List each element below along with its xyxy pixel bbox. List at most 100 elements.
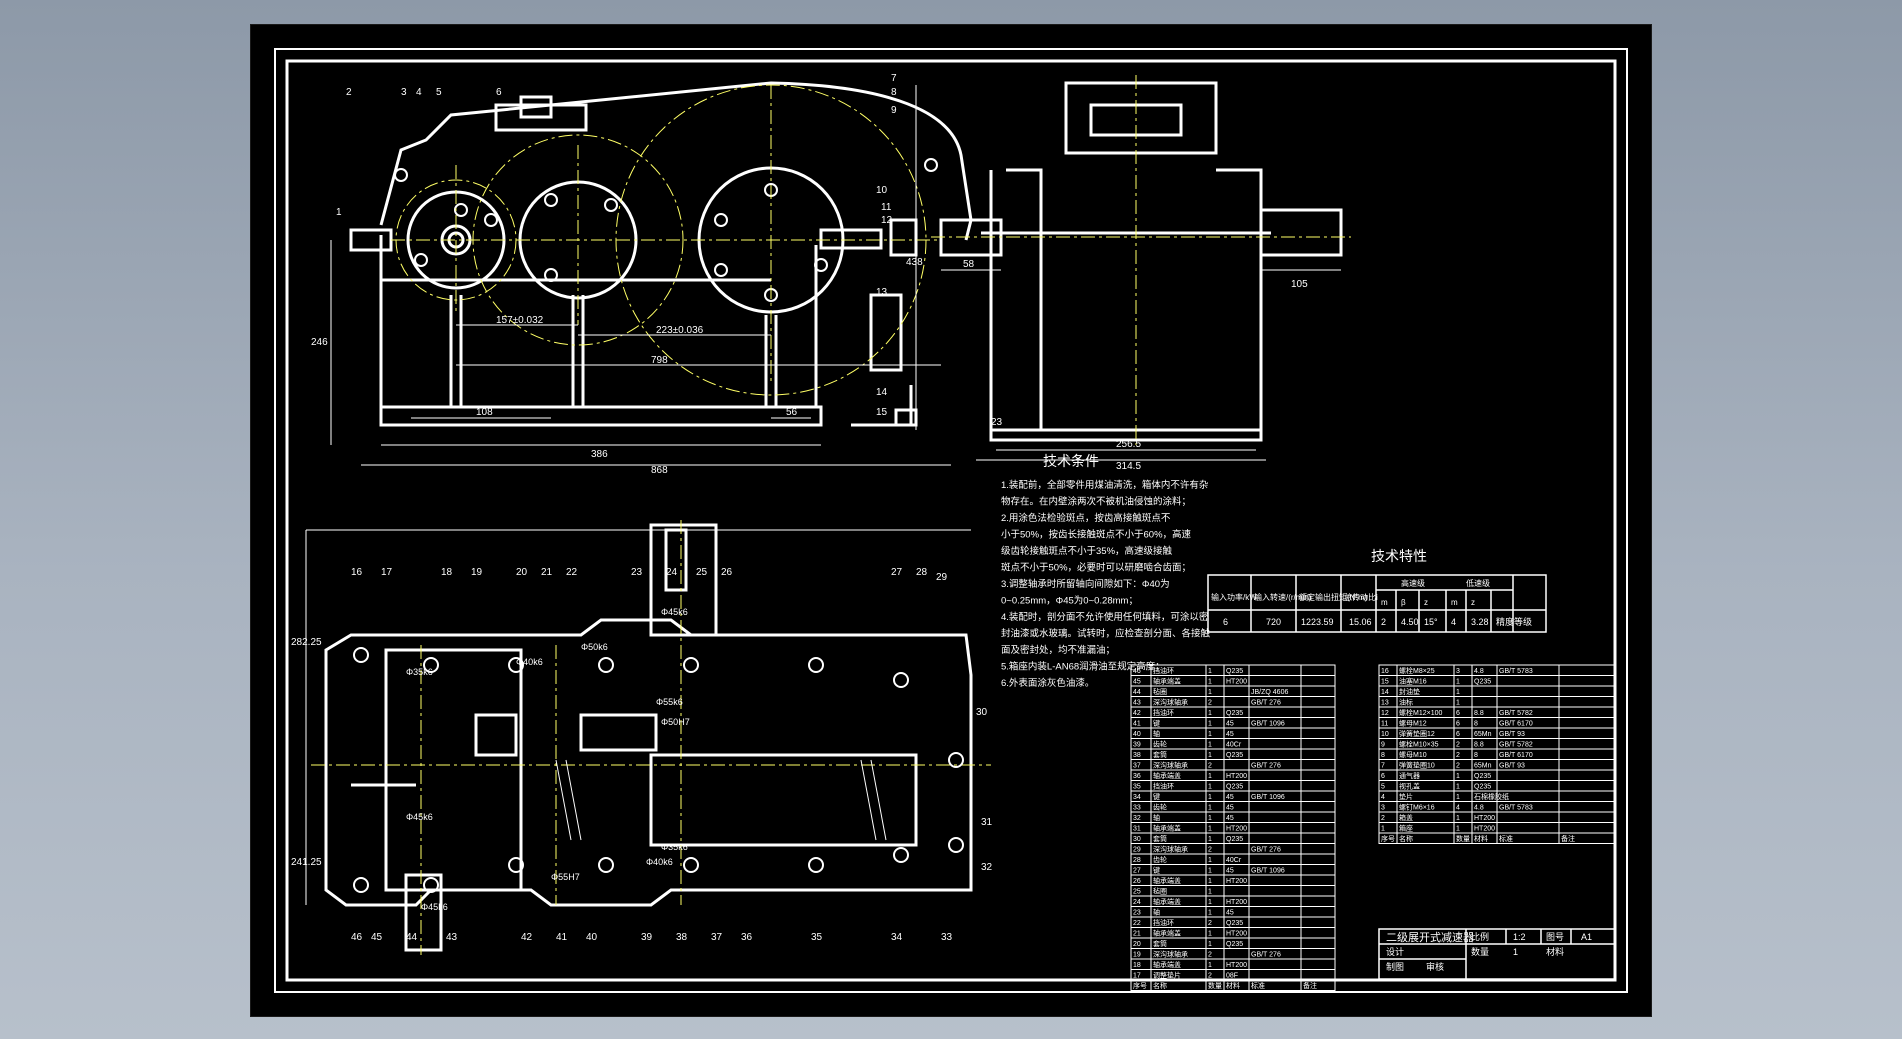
spec-value: 精度等级 [1496, 616, 1532, 627]
bom-right-cell: 14 [1381, 689, 1389, 696]
scale-label: 比例 [1471, 931, 1489, 942]
bom-left-cell: 44 [1133, 689, 1141, 696]
bom-left-cell: 40Cr [1226, 742, 1242, 749]
bom-left-cell: 23 [1133, 910, 1141, 917]
part-number-14: 14 [876, 387, 888, 398]
dim-157: 157±0.032 [496, 315, 544, 326]
bom-left-cell: 18 [1133, 962, 1141, 969]
bom-left-cell: 1 [1208, 826, 1212, 833]
bom-right-cell: GB/T 6170 [1499, 752, 1533, 759]
part-number-44: 44 [406, 932, 418, 943]
tech-req-item: 3.调整轴承时所留轴向间隙如下：Φ40为 [1001, 578, 1170, 590]
bom-left-footer: 材料 [1226, 981, 1240, 990]
material-label: 材料 [1546, 946, 1564, 957]
spec-value: 4 [1451, 617, 1456, 627]
bom-right-cell: 8.8 [1474, 710, 1484, 717]
bom-right-cell: 螺母M10 [1399, 750, 1427, 759]
bom-left-cell: Q235 [1226, 710, 1243, 717]
part-number-26: 26 [721, 567, 733, 578]
bom-left-cell: 39 [1133, 742, 1141, 749]
dim-868: 868 [651, 465, 668, 476]
shaft-fit-label: Φ35k6 [406, 667, 433, 677]
bom-left-footer: 标准 [1251, 981, 1265, 990]
bom-right-cell: 弹簧垫圈10 [1399, 761, 1435, 770]
bom-right-cell: 螺钉M6×16 [1399, 803, 1435, 812]
spec-header: 额定输出扭矩(N·m) [1299, 592, 1368, 602]
bom-right-cell: 2 [1456, 763, 1460, 770]
assembly-drawing: 157±0.032 223±0.036 798 108 56 386 868 2… [274, 48, 1628, 993]
dim-105: 105 [1291, 279, 1308, 290]
part-number-27: 27 [891, 567, 903, 578]
part-number-6: 6 [496, 87, 502, 98]
bom-left-footer: 数量 [1208, 981, 1222, 990]
part-number-13: 13 [876, 287, 888, 298]
sheet-value: A1 [1581, 932, 1592, 942]
spec-value: 3.28 [1471, 617, 1489, 627]
part-number-9: 9 [891, 105, 897, 116]
part-number-46: 46 [351, 932, 363, 943]
bom-left-cell: 键 [1153, 866, 1160, 875]
bom-left-cell: 17 [1133, 973, 1141, 980]
bom-left-cell: 齿轮 [1153, 740, 1167, 749]
sheet-label: 图号 [1546, 932, 1564, 942]
bom-left-cell: 挡油环 [1153, 666, 1174, 675]
bom-left-cell: 2 [1208, 952, 1212, 959]
bom-left-cell: 2 [1208, 973, 1212, 980]
bom-left-cell: 深沟球轴承 [1153, 845, 1188, 854]
bom-left-cell: 1 [1208, 784, 1212, 791]
bom-left-cell: 25 [1133, 889, 1141, 896]
bom-left-cell: 轴承端盖 [1153, 771, 1181, 780]
bom-left-cell: 键 [1153, 719, 1160, 728]
part-number-12: 12 [881, 215, 893, 226]
bom-right-cell: 2 [1456, 742, 1460, 749]
part-number-20: 20 [516, 567, 528, 578]
bom-right-cell: 4.8 [1474, 668, 1484, 675]
bom-left-cell: Q235 [1226, 752, 1243, 759]
bom-left-cell: 45 [1226, 805, 1234, 812]
part-number-45: 45 [371, 932, 383, 943]
bom-left-cell: 2 [1208, 847, 1212, 854]
tech-spec-values: 输入功率/kW输入转速/(r/min)额定输出扭矩(N·m)总传动比i高速级低速… [1211, 578, 1532, 627]
part-number-39: 39 [641, 932, 653, 943]
spec-subheader: z [1424, 598, 1428, 607]
bom-right-cell: 4 [1456, 805, 1460, 812]
bom-left-cell: 29 [1133, 847, 1141, 854]
bom-left-cell: 1 [1208, 941, 1212, 948]
bom-left-cell: 轴承端盖 [1153, 960, 1181, 969]
bom-right-cell: 6 [1456, 721, 1460, 728]
bom-left-cell: 1 [1208, 889, 1212, 896]
spec-subheader: m [1451, 598, 1458, 607]
part-number-1: 1 [336, 207, 342, 218]
bom-right-cell: GB/T 6170 [1499, 721, 1533, 728]
bom-right-cell: 2 [1381, 815, 1385, 822]
bom-right-cell: 石棉橡胶纸 [1474, 792, 1509, 801]
spec-subheader: m [1381, 598, 1388, 607]
bom-right-cell: 8 [1474, 752, 1478, 759]
part-number-4: 4 [416, 87, 422, 98]
bom-right-cell: 1 [1381, 826, 1385, 833]
bom-right-cell: 螺栓M8×25 [1399, 666, 1435, 675]
bom-left-cell: 41 [1133, 721, 1141, 728]
bom-right-cell: 油塞M16 [1399, 677, 1427, 686]
title-block-text: 二级展开式减速器 比例 1:2 图号 A1 数量 1 材料 设计 制图 审核 [1386, 931, 1592, 972]
bom-left-frame [1130, 664, 1336, 991]
dim-438: 438 [906, 257, 923, 268]
bom-right-cell: 10 [1381, 731, 1389, 738]
bom-left-cell: 46 [1133, 668, 1141, 675]
shaft-fit-label: Φ50H7 [661, 717, 690, 727]
bom-left-cell: GB/T 276 [1251, 952, 1281, 959]
bom-left-cell: 挡油环 [1153, 918, 1174, 927]
bom-left-cell: 挡油环 [1153, 782, 1174, 791]
bom-right-cell: 65Mn [1474, 731, 1492, 738]
part-number-38: 38 [676, 932, 688, 943]
tech-req-item: 小于50%，按齿长接触斑点不小于60%，高速 [1001, 529, 1192, 541]
spec-header: 高速级 [1401, 578, 1425, 588]
part-number-21: 21 [541, 567, 553, 578]
bom-left-cell: 深沟球轴承 [1153, 698, 1188, 707]
bom-left-cell: 45 [1226, 794, 1234, 801]
bom-right-cell: 1 [1456, 679, 1460, 686]
bom-left-cell: 1 [1208, 868, 1212, 875]
bom-right-cell: Q235 [1474, 679, 1491, 686]
bom-left-cell: 1 [1208, 752, 1212, 759]
